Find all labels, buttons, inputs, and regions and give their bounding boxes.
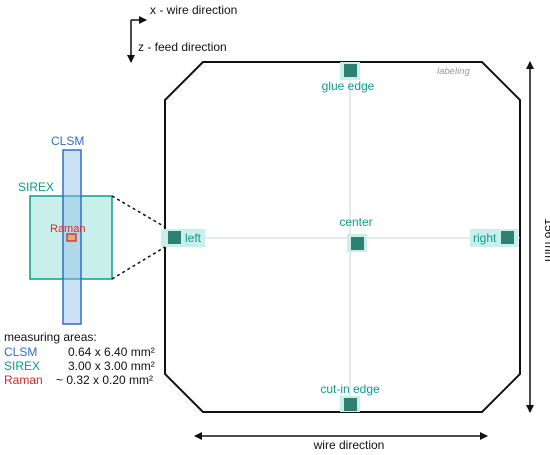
size-dimension: 156 mm <box>526 61 550 413</box>
wire-direction-dimension: wire direction <box>194 432 488 452</box>
legend-title: measuring areas: <box>4 330 97 344</box>
coordinate-axes: x - wire direction z - feed direction <box>127 3 237 63</box>
clsm-inset-label: CLSM <box>51 134 84 148</box>
zoom-line-top <box>111 195 166 228</box>
raman-area <box>66 233 77 242</box>
zoom-line-bottom <box>111 246 166 280</box>
sirex-inset-label: SIREX <box>18 180 54 194</box>
z-axis-label: z - feed direction <box>138 40 227 54</box>
marker-left: left <box>161 229 205 247</box>
measuring-areas-legend: measuring areas: CLSM 0.64 x 6.40 mm² SI… <box>4 330 155 387</box>
legend-raman-name: Raman <box>4 373 43 387</box>
cut-in-edge-label: cut-in edge <box>320 382 380 396</box>
marker-glue-edge: glue edge <box>322 62 375 93</box>
inset-magnification: CLSM SIREX Raman <box>18 134 166 325</box>
x-axis-label: x - wire direction <box>150 3 237 17</box>
size-dimension-label: 156 mm <box>542 218 550 261</box>
marker-center: center <box>339 215 373 252</box>
raman-inset-label: Raman <box>50 223 85 235</box>
marker-right: right <box>470 229 518 247</box>
wire-direction-label: wire direction <box>313 438 385 452</box>
wafer-outline <box>164 61 521 413</box>
legend-raman-value: ~ 0.32 x 0.20 mm² <box>56 373 153 387</box>
center-label: center <box>339 215 372 229</box>
marker-cut-in-edge: cut-in edge <box>320 382 380 412</box>
legend-clsm-value: 0.64 x 6.40 mm² <box>68 345 155 359</box>
glue-edge-label: glue edge <box>322 79 375 93</box>
legend-sirex-value: 3.00 x 3.00 mm² <box>68 359 155 373</box>
legend-sirex-name: SIREX <box>4 359 40 373</box>
right-label: right <box>473 231 497 245</box>
left-label: left <box>185 231 202 245</box>
labeling-label: labeling <box>437 66 470 77</box>
legend-clsm-name: CLSM <box>4 345 37 359</box>
